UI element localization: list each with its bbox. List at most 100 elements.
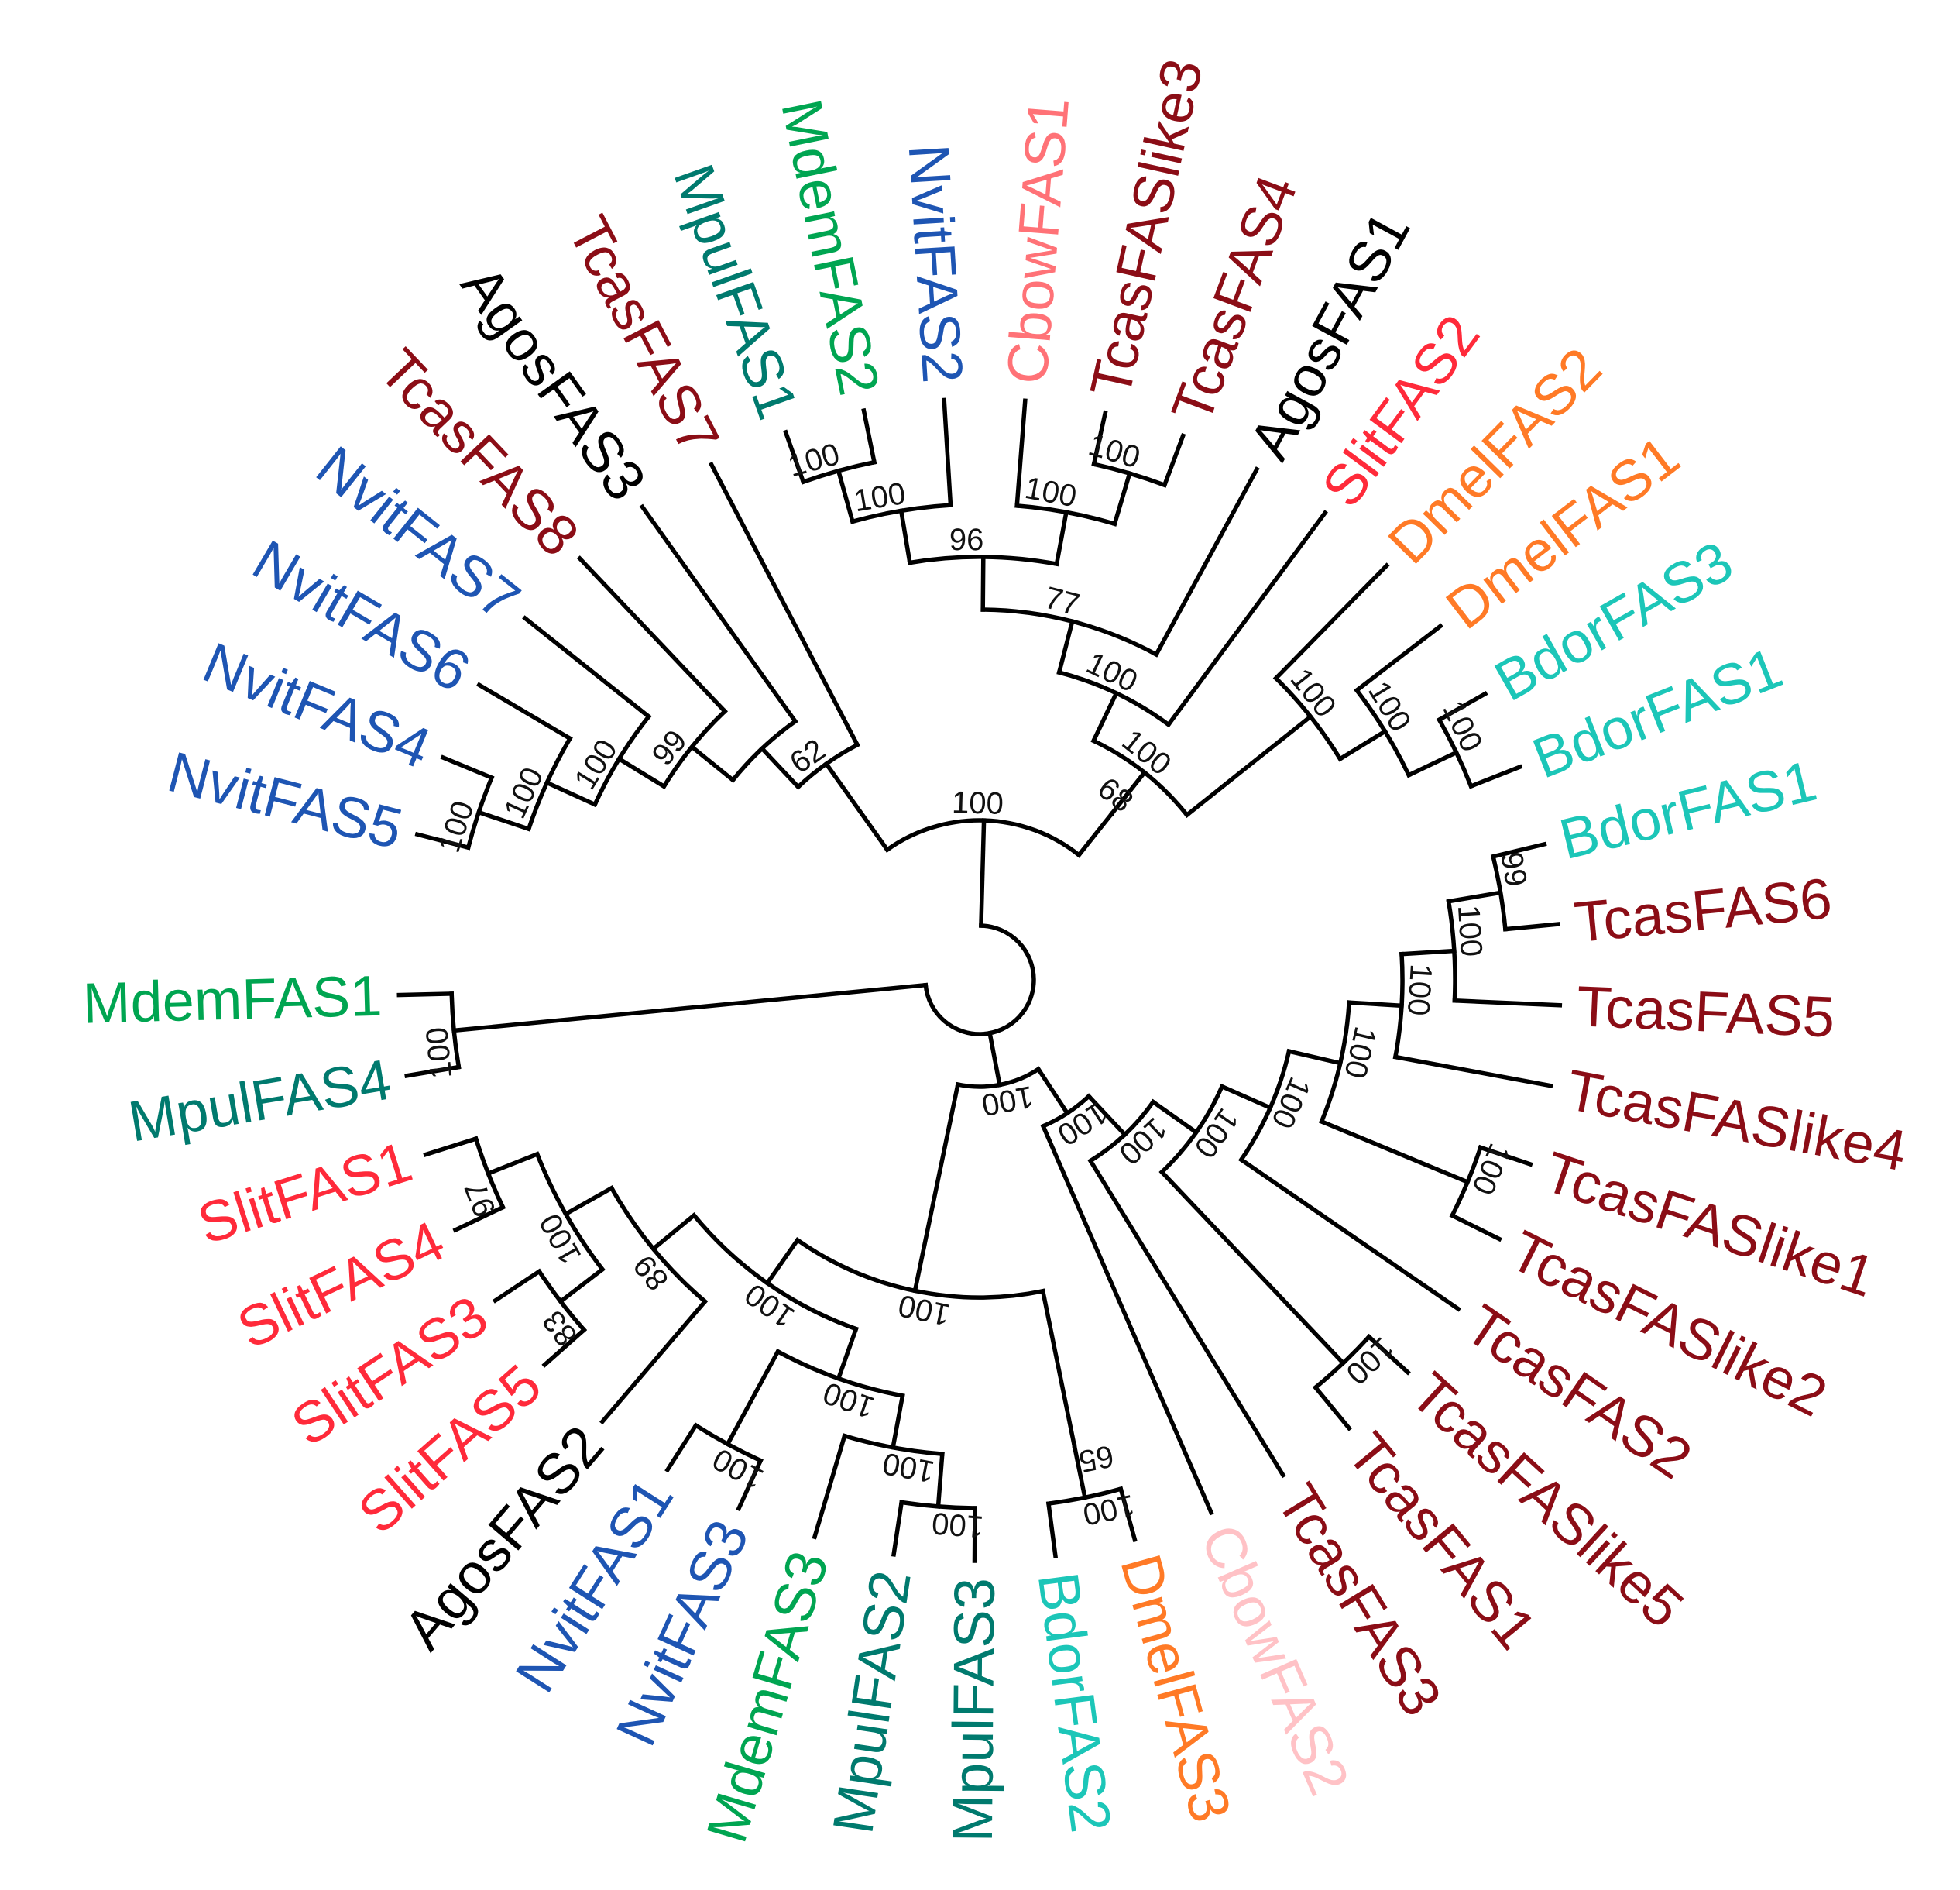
arc-0 <box>923 923 1036 1036</box>
bootstrap-value: 100 <box>420 1026 458 1081</box>
bootstrap-value: 83 <box>536 1304 584 1352</box>
taxon-label-cbowfas1: CbowFAS1 <box>994 95 1081 387</box>
branch-123 <box>522 615 652 720</box>
branch-130 <box>414 831 472 850</box>
branch-80 <box>1183 713 1314 818</box>
branch-26 <box>724 1349 781 1448</box>
arc-94 <box>980 607 1159 658</box>
branch-107 <box>942 397 953 508</box>
bootstrap-value: 100 <box>952 785 1004 821</box>
branch-74 <box>979 818 987 928</box>
branch-103 <box>1091 410 1108 467</box>
bootstrap-value: 65 <box>1076 1438 1116 1479</box>
arc-109 <box>800 459 877 485</box>
arc-125 <box>526 735 573 832</box>
branch-89 <box>1272 562 1390 682</box>
branch-88 <box>1354 623 1443 694</box>
branch-9 <box>764 1237 801 1287</box>
bootstrap-value: 100 <box>1187 1102 1244 1164</box>
bootstrap-value: 100 <box>1112 1111 1173 1171</box>
branch-11 <box>650 1212 698 1253</box>
arc-65 <box>1392 951 1405 1060</box>
branch-76 <box>1076 810 1115 858</box>
branch-127 <box>475 809 532 832</box>
arc-16 <box>473 1136 506 1211</box>
branch-70 <box>1446 890 1503 904</box>
bootstrap-value: 100 <box>784 437 843 483</box>
taxon-label-bdorfas2: BdorFAS2 <box>1026 1569 1124 1836</box>
arc-25 <box>774 1349 905 1399</box>
branch-29 <box>736 1457 764 1512</box>
arc-83 <box>1354 687 1412 778</box>
bootstrap-value: 68 <box>1091 771 1139 819</box>
arc-12 <box>609 1185 709 1305</box>
bootstrap-value: 96 <box>949 523 984 557</box>
branch-51 <box>1158 1169 1347 1366</box>
branch-32 <box>812 1433 848 1540</box>
branch-95 <box>1153 466 1260 658</box>
branch-49 <box>1150 1098 1200 1136</box>
arc-31 <box>842 1433 945 1457</box>
branch-55 <box>1219 1084 1273 1111</box>
bootstrap-value: 100 <box>1436 696 1488 757</box>
branch-112 <box>823 761 891 853</box>
arc-44 <box>1040 1093 1092 1129</box>
arc-99 <box>1014 503 1117 527</box>
arc-101 <box>1091 461 1168 488</box>
branch-66 <box>1392 1054 1553 1088</box>
taxon-label-mpulfas4: MpulFAS4 <box>124 1046 395 1153</box>
arc-68 <box>1446 899 1457 1003</box>
arc-122 <box>592 713 652 808</box>
branch-41 <box>1045 1501 1058 1558</box>
branch-36 <box>972 1506 977 1563</box>
bootstrap-value: 100 <box>1081 646 1142 699</box>
arc-52 <box>1312 1333 1372 1391</box>
branch-5 <box>987 1030 1003 1088</box>
branch-28 <box>664 1422 699 1473</box>
branch-73 <box>1490 841 1547 860</box>
bootstrap-value: 100 <box>1265 1072 1316 1133</box>
arc-47 <box>1087 1098 1156 1164</box>
arc-20 <box>536 1268 588 1333</box>
arc-113 <box>795 741 860 790</box>
bootstrap-value: 99 <box>646 723 694 771</box>
branch-93 <box>1056 618 1076 675</box>
branch-43 <box>1035 1066 1071 1116</box>
bootstrap-value: 100 <box>1361 675 1417 737</box>
branch-15 <box>485 1151 541 1177</box>
branch-98 <box>1054 510 1069 567</box>
arc-79 <box>1090 737 1190 818</box>
bootstrap-value: 100 <box>533 1208 588 1270</box>
branch-114 <box>708 461 860 748</box>
arc-71 <box>1490 854 1508 932</box>
branch-45 <box>1040 1123 1214 1516</box>
taxon-label-tcasfas6: TcasFAS6 <box>1571 866 1835 955</box>
branch-82 <box>1337 728 1388 762</box>
branch-57 <box>1238 1156 1461 1312</box>
branch-108 <box>836 468 856 524</box>
bootstrap-value: 100 <box>707 1442 769 1497</box>
branch-100 <box>1111 470 1133 527</box>
branch-111 <box>783 429 806 485</box>
arc-6 <box>955 1066 1042 1089</box>
branch-24 <box>836 1326 859 1382</box>
branch-30 <box>890 1393 905 1450</box>
bootstrap-value: 97 <box>458 1177 503 1222</box>
branch-84 <box>1406 749 1460 778</box>
bootstrap-value: 100 <box>1116 723 1178 782</box>
bootstrap-value: 100 <box>432 797 481 857</box>
bootstrap-value: 100 <box>931 1506 985 1544</box>
arc-59 <box>1319 1000 1352 1125</box>
bootstrap-value: 100 <box>739 1277 801 1334</box>
taxon-label-mpulfas3: MpulFAS3 <box>940 1578 1007 1843</box>
arc-40 <box>1045 1486 1124 1507</box>
taxon-label-mpulfas2: MpulFAS2 <box>820 1566 923 1837</box>
branch-102 <box>1162 432 1186 488</box>
branch-72 <box>1502 922 1560 932</box>
arc-91 <box>1056 669 1172 728</box>
branch-62 <box>1449 1212 1502 1242</box>
branch-78 <box>1108 769 1148 817</box>
taxon-label-nvitfas2: NvitFAS2 <box>897 143 976 385</box>
branch-90 <box>1090 690 1120 744</box>
arc-81 <box>1272 675 1344 762</box>
